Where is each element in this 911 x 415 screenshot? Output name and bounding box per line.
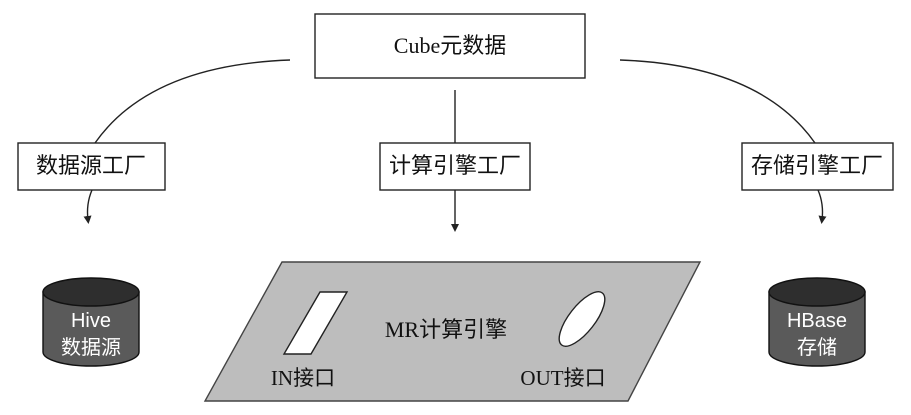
hive-label-line2: 数据源 [61, 336, 121, 359]
hbase-cylinder: HBase 存储 [768, 277, 866, 367]
datasource-factory-box [17, 142, 166, 191]
arc-to-storage-factory [619, 59, 816, 144]
hive-cylinder-top [42, 277, 140, 307]
hive-cylinder: Hive 数据源 [42, 277, 140, 367]
compute-factory-label: 计算引擎工厂 [389, 153, 521, 178]
compute-factory-box [379, 142, 531, 191]
arrow-to-hbase [817, 189, 827, 224]
hive-cylinder-body [42, 291, 140, 367]
mr-engine-plane: MR计算引擎 IN接口 OUT接口 [203, 261, 702, 402]
mr-engine-label: MR计算引擎 [385, 317, 507, 342]
storage-factory-label: 存储引擎工厂 [751, 153, 883, 178]
storage-factory-box [741, 142, 894, 191]
cube-metadata-box [314, 13, 586, 79]
hbase-label-line1: HBase [787, 310, 847, 332]
cube-metadata-label: Cube元数据 [394, 33, 506, 58]
hbase-label-line2: 存储 [797, 336, 837, 359]
arc-to-datasource-factory [94, 59, 291, 144]
hive-label-line1: Hive [71, 310, 111, 332]
out-interface-slot [558, 291, 606, 347]
datasource-factory-label: 数据源工厂 [36, 153, 146, 178]
out-interface-label: OUT接口 [520, 366, 605, 390]
hbase-cylinder-body [768, 291, 866, 367]
hbase-cylinder-top [768, 277, 866, 307]
in-interface-label: IN接口 [271, 366, 335, 390]
in-interface-slot [282, 291, 349, 355]
arrow-to-hive [83, 189, 93, 224]
